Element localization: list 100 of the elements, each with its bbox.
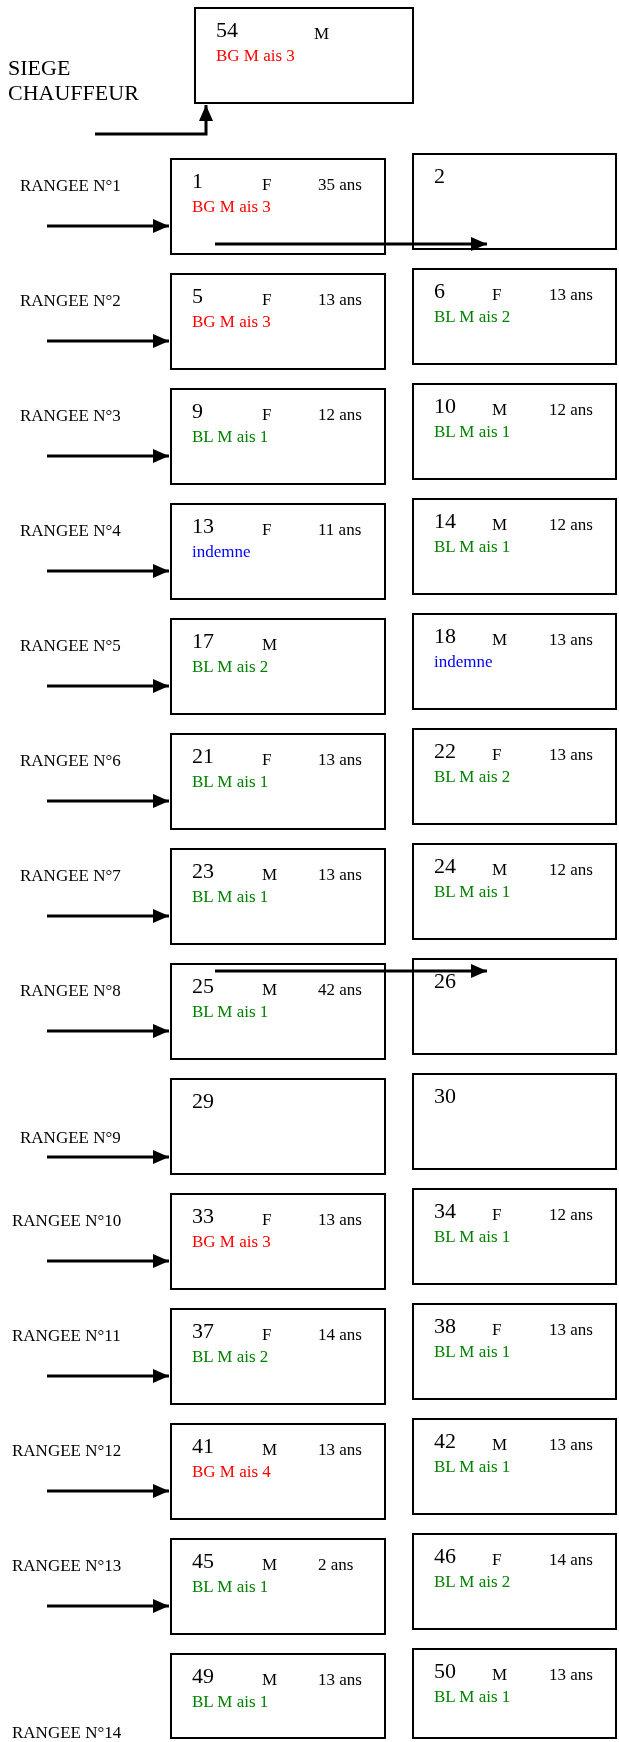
age: 12 ans bbox=[549, 516, 593, 533]
sex: M bbox=[492, 1666, 508, 1683]
injury-status: BG M ais 4 bbox=[192, 1463, 271, 1480]
row-label: RANGEE N°7 bbox=[20, 866, 121, 886]
row-label: RANGEE N°2 bbox=[20, 291, 121, 311]
sex: M bbox=[492, 516, 508, 533]
age: 13 ans bbox=[318, 291, 362, 308]
sex: M bbox=[262, 866, 278, 883]
age: 13 ans bbox=[318, 1671, 362, 1688]
seat-box bbox=[170, 1078, 386, 1175]
arrow bbox=[47, 564, 169, 578]
seat-box bbox=[170, 963, 386, 1060]
arrow bbox=[47, 1254, 169, 1268]
injury-status: BG M ais 3 bbox=[216, 47, 295, 64]
age: 11 ans bbox=[318, 521, 362, 538]
seat-box bbox=[412, 1073, 617, 1170]
sex: F bbox=[262, 176, 272, 193]
injury-status: BL M ais 2 bbox=[192, 1348, 269, 1365]
injury-status: BG M ais 3 bbox=[192, 1233, 271, 1250]
seat-number: 50 bbox=[434, 1660, 456, 1682]
injury-status: BL M ais 2 bbox=[434, 308, 511, 325]
sex: F bbox=[492, 746, 502, 763]
age: 13 ans bbox=[549, 631, 593, 648]
seat-box bbox=[170, 388, 386, 485]
sex: M bbox=[262, 1441, 278, 1458]
seat-box bbox=[170, 733, 386, 830]
sex: M bbox=[262, 1671, 278, 1688]
sex: F bbox=[262, 1326, 272, 1343]
age: 13 ans bbox=[549, 1436, 593, 1453]
injury-status: BL M ais 1 bbox=[434, 1458, 511, 1475]
seat-number: 5 bbox=[192, 285, 203, 307]
row-label: RANGEE N°4 bbox=[20, 521, 121, 541]
injury-status: BL M ais 1 bbox=[434, 1228, 511, 1245]
arrow bbox=[47, 1024, 169, 1038]
age: 14 ans bbox=[549, 1551, 593, 1568]
injury-status: BG M ais 3 bbox=[192, 313, 271, 330]
sex: M bbox=[492, 631, 508, 648]
seat-number: 26 bbox=[434, 970, 456, 992]
injury-status: BL M ais 1 bbox=[192, 773, 269, 790]
sex: F bbox=[492, 1206, 502, 1223]
sex: F bbox=[262, 406, 272, 423]
age: 13 ans bbox=[549, 1666, 593, 1683]
seat-box bbox=[170, 158, 386, 255]
injury-status: BL M ais 2 bbox=[434, 768, 511, 785]
seat-box bbox=[412, 843, 617, 940]
injury-status: BL M ais 1 bbox=[434, 1343, 511, 1360]
sex: M bbox=[262, 981, 278, 998]
arrow bbox=[95, 105, 213, 136]
arrow bbox=[215, 964, 487, 978]
seat-box bbox=[170, 273, 386, 370]
seat-box bbox=[170, 1193, 386, 1290]
seat-box bbox=[412, 1648, 617, 1739]
seat-number: 22 bbox=[434, 740, 456, 762]
arrow bbox=[47, 1369, 169, 1383]
injury-status: BL M ais 1 bbox=[192, 1693, 269, 1710]
row-label: RANGEE N°1 bbox=[20, 176, 121, 196]
seat-number: 49 bbox=[192, 1665, 214, 1687]
seat-box bbox=[412, 1418, 617, 1515]
sex: F bbox=[262, 1211, 272, 1228]
injury-status: BG M ais 3 bbox=[192, 198, 271, 215]
seat-box bbox=[194, 7, 414, 104]
age: 12 ans bbox=[318, 406, 362, 423]
injury-status: indemne bbox=[192, 543, 251, 560]
seat-box bbox=[412, 1188, 617, 1285]
arrow bbox=[47, 449, 169, 463]
seat-number: 33 bbox=[192, 1205, 214, 1227]
seat-box bbox=[170, 1308, 386, 1405]
seat-box bbox=[170, 503, 386, 600]
seat-box bbox=[170, 848, 386, 945]
row-label: RANGEE N°6 bbox=[20, 751, 121, 771]
sex: M bbox=[492, 401, 508, 418]
injury-status: BL M ais 1 bbox=[434, 538, 511, 555]
injury-status: BL M ais 1 bbox=[192, 428, 269, 445]
seat-number: 34 bbox=[434, 1200, 456, 1222]
age: 35 ans bbox=[318, 176, 362, 193]
row-label: SIEGE CHAUFFEUR bbox=[8, 55, 139, 106]
seat-box bbox=[412, 728, 617, 825]
age: 13 ans bbox=[318, 1441, 362, 1458]
seat-box bbox=[412, 153, 617, 250]
seat-number: 41 bbox=[192, 1435, 214, 1457]
row-label: RANGEE N°5 bbox=[20, 636, 121, 656]
injury-status: indemne bbox=[434, 653, 493, 670]
seat-number: 37 bbox=[192, 1320, 214, 1342]
row-label: RANGEE N°9 bbox=[20, 1128, 121, 1148]
injury-status: BL M ais 1 bbox=[192, 1578, 269, 1595]
age: 14 ans bbox=[318, 1326, 362, 1343]
row-label: RANGEE N°12 bbox=[12, 1441, 122, 1461]
seat-number: 10 bbox=[434, 395, 456, 417]
age: 12 ans bbox=[549, 401, 593, 418]
row-label: RANGEE N°3 bbox=[20, 406, 121, 426]
age: 13 ans bbox=[549, 286, 593, 303]
age: 13 ans bbox=[318, 866, 362, 883]
seat-number: 25 bbox=[192, 975, 214, 997]
arrow bbox=[47, 1150, 169, 1164]
seat-box bbox=[170, 618, 386, 715]
arrow bbox=[47, 909, 169, 923]
seat-number: 18 bbox=[434, 625, 456, 647]
age: 13 ans bbox=[549, 746, 593, 763]
seat-number: 21 bbox=[192, 745, 214, 767]
age: 13 ans bbox=[318, 1211, 362, 1228]
